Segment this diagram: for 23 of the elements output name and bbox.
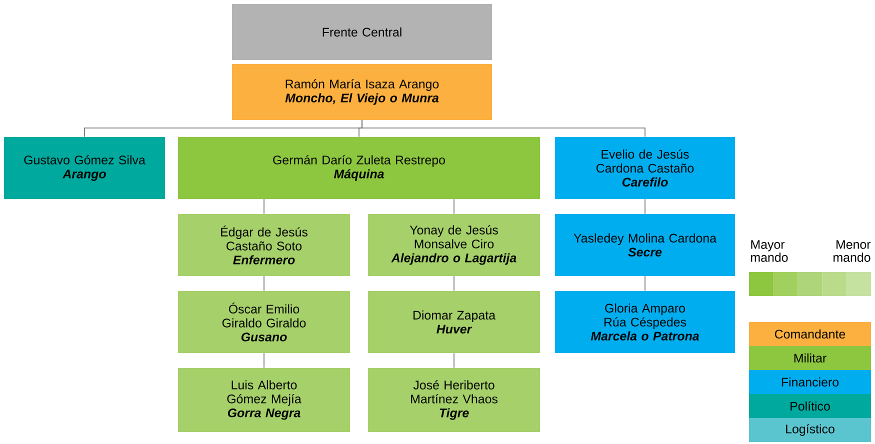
person-box: José Heriberto Martínez Vhaos Tigre — [368, 368, 540, 432]
person-box: Óscar Emilio Giraldo Giraldo Gusano — [178, 290, 350, 353]
connector-line — [362, 120, 646, 138]
person-box: Ramón María Isaza Arango Moncho, El Viejo o Munra — [232, 64, 492, 120]
person-box: Édgar de Jesús Castaño Soto Enfermero — [178, 214, 350, 276]
scale-label: Menor mando — [834, 240, 871, 262]
person-box: Evelio de Jesús Cardona Castaño Carefilo — [555, 136, 735, 199]
legend-item: Logístico — [749, 418, 871, 442]
connector-line — [644, 198, 646, 214]
legend-item: Comandante — [749, 322, 871, 346]
person-box: Gloria Amparo Rúa Céspedes Marcela o Patrona — [555, 290, 735, 353]
legend-item: Militar — [749, 346, 871, 370]
person-box: Diomar Zapata Huver — [368, 290, 540, 353]
person-box: Germán Darío Zuleta Restrepo Máquina — [178, 136, 540, 199]
person-box: Luis Alberto Gómez Mejía Gorra Negra — [178, 368, 350, 432]
person-box: Frente Central — [232, 4, 492, 60]
legend-item: Financiero — [749, 370, 871, 394]
person-box: Yasledey Molina Cardona Secre — [555, 214, 735, 276]
person-box: Yonay de Jesús Monsalve Ciro Alejandro o Lagartija — [368, 214, 540, 276]
legend-item: Político — [749, 394, 871, 418]
connector-line — [644, 276, 646, 292]
person-box: Gustavo Gómez Silva Arango — [4, 136, 165, 199]
scale-label: Mayor mando — [751, 240, 788, 262]
